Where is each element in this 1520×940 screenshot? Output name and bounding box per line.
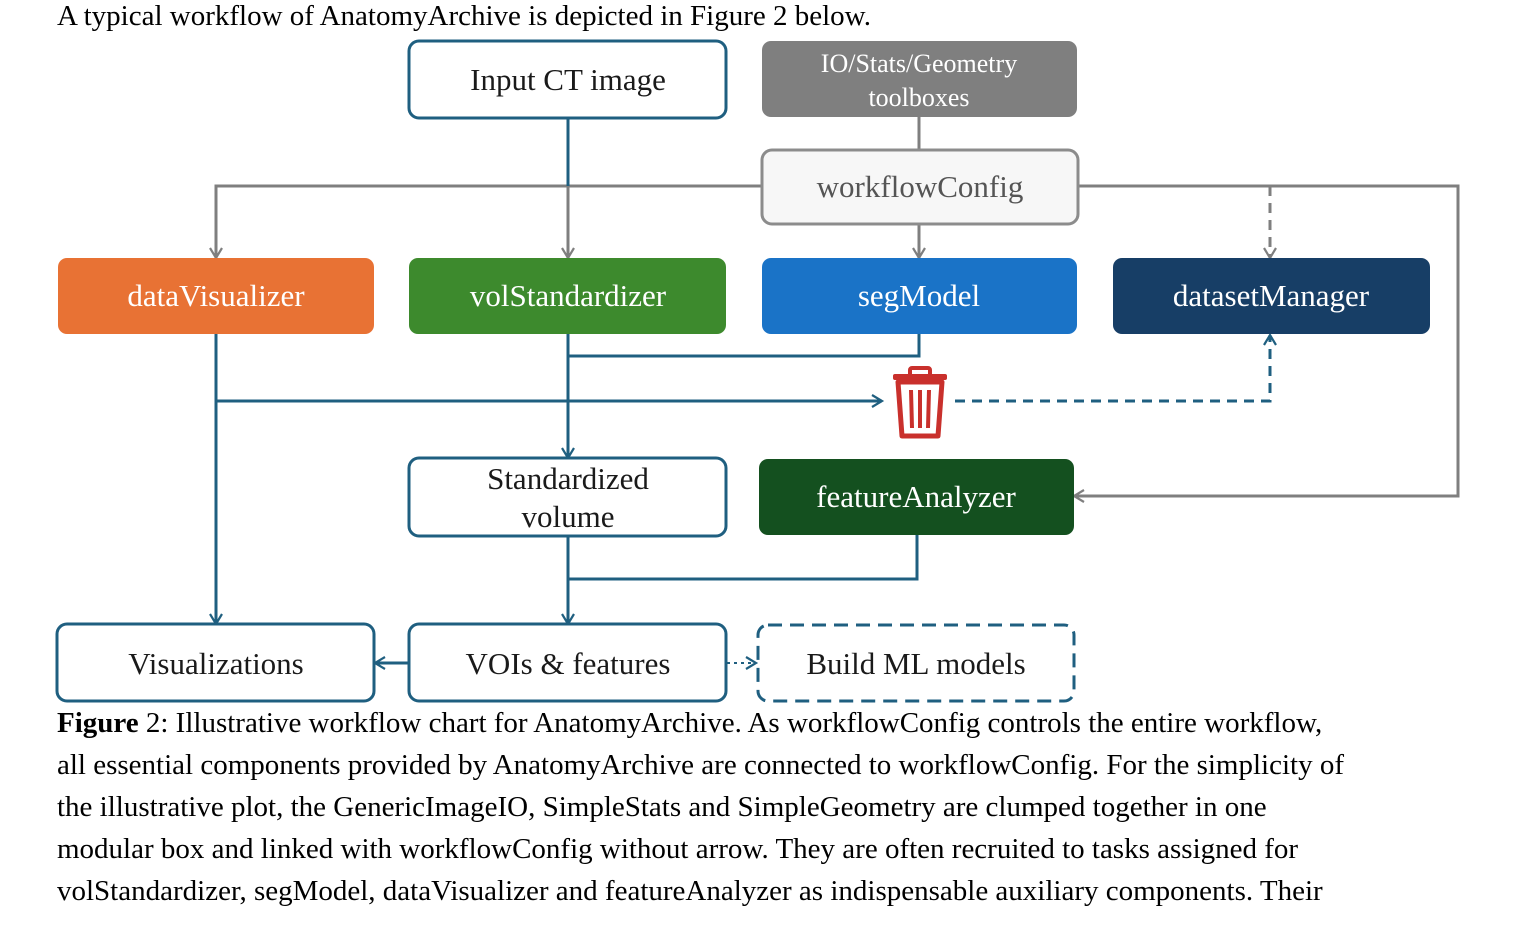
node-toolboxes: IO/Stats/Geometry toolboxes <box>762 41 1077 117</box>
build-ml-label: Build ML models <box>806 646 1025 681</box>
config-to-featureanalyzer <box>1071 184 1460 503</box>
caption-line-2: all essential components provided by Ana… <box>57 749 1344 781</box>
node-build-ml: Build ML models <box>756 623 1076 703</box>
data-visualizer-label: dataVisualizer <box>127 278 305 313</box>
node-input-ct: Input CT image <box>407 39 728 120</box>
data-connectors <box>209 118 1277 670</box>
dataset-manager-label: datasetManager <box>1173 278 1370 313</box>
trash-to-datasetmanager <box>955 332 1277 403</box>
vois-features-label: VOIs & features <box>466 646 671 681</box>
caption-figure-label: Figure <box>57 707 139 739</box>
node-workflow-config: workflowConfig <box>760 148 1080 226</box>
featureanalyzer-to-vois <box>568 535 919 581</box>
seg-model-label: segModel <box>858 278 980 313</box>
node-data-visualizer: dataVisualizer <box>58 258 374 334</box>
node-vois-features: VOIs & features <box>407 622 728 703</box>
figure-caption: Figure 2: Illustrative workflow chart fo… <box>57 702 1477 912</box>
caption-line-4: modular box and linked with workflowConf… <box>57 833 1299 865</box>
workflow-diagram: Input CT image IO/Stats/Geometry toolbox… <box>55 39 1460 703</box>
visualizations-label: Visualizations <box>128 646 304 681</box>
standardized-volume-line2: volume <box>522 499 615 534</box>
vol-standardizer-label: volStandardizer <box>470 278 667 313</box>
caption-line-1: Figure 2: Illustrative workflow chart fo… <box>57 702 1477 744</box>
segmodel-to-standardized <box>568 333 921 358</box>
input-ct-label: Input CT image <box>470 62 666 97</box>
node-dataset-manager: datasetManager <box>1113 258 1430 334</box>
caption-line-1-text: 2: Illustrative workflow chart for Anato… <box>138 707 1323 739</box>
caption-line-3: the illustrative plot, the GenericImageI… <box>57 791 1267 823</box>
config-to-datavisualizer <box>209 184 763 261</box>
node-vol-standardizer: volStandardizer <box>409 258 726 334</box>
standardized-volume-line1: Standardized <box>487 461 649 496</box>
intro-paragraph: A typical workflow of AnatomyArchive is … <box>57 0 871 32</box>
config-connectors <box>209 117 1460 503</box>
node-standardized-volume: Standardized volume <box>407 456 728 538</box>
caption-line-5: volStandardizer, segModel, dataVisualize… <box>57 875 1323 907</box>
feature-analyzer-label: featureAnalyzer <box>816 479 1016 514</box>
trash-icon <box>893 366 947 439</box>
toolboxes-label-line2: toolboxes <box>868 83 969 112</box>
node-feature-analyzer: featureAnalyzer <box>759 459 1074 535</box>
node-seg-model: segModel <box>762 258 1077 334</box>
workflow-config-label: workflowConfig <box>817 169 1024 204</box>
toolboxes-label-line1: IO/Stats/Geometry <box>821 49 1017 78</box>
node-visualizations: Visualizations <box>55 622 376 703</box>
